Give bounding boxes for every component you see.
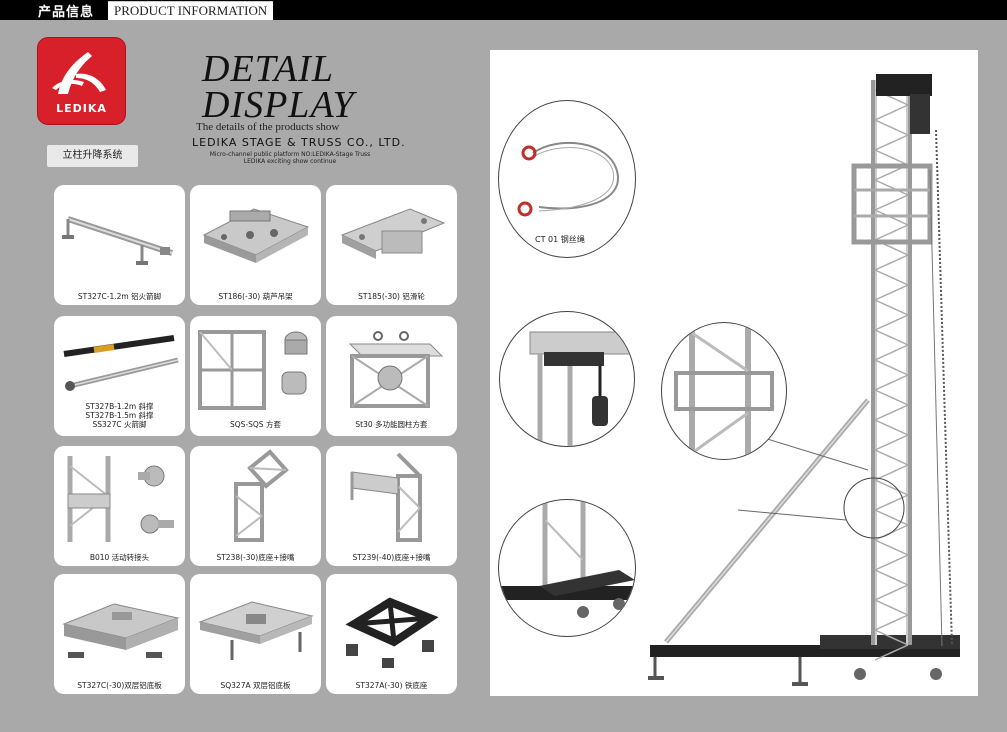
tagline-line1: Micro-channel public platform NO:LEDIKA-… [209,151,371,158]
detail-bubble-pulley [499,311,635,447]
page-subtitle: The details of the products show [196,121,340,133]
product-card: ST239(-40)底座+接嘴 [326,446,457,566]
brand-logo: LEDIKA [38,38,125,124]
detail-bubble-wire-rope [498,100,636,258]
base-detail-image [499,500,635,618]
sleeve-detail-image [674,323,774,459]
product-card: SQ327A 双层铝底板 [190,574,321,694]
page-title-line1: DETAIL [202,48,334,90]
detail-bubble-sleeve [661,322,787,460]
product-card: SQS-SQS 方套 [190,316,321,436]
product-image [345,597,439,668]
wire-rope-image [517,141,619,217]
product-label-3: SS327C 火箭脚 [92,420,147,429]
product-image [348,331,444,408]
product-card: B010 活动转接头 [54,446,185,566]
wire-rope-caption: CT 01 钢丝绳 [535,235,585,244]
pulley-detail-image [529,331,631,446]
product-label: ST186(-30) 葫芦吊架 [218,292,293,301]
product-image [63,335,179,391]
product-image [350,452,422,542]
product-image [198,330,308,410]
product-label: ST327A(-30) 铁底座 [355,681,428,690]
product-card: ST186(-30) 葫芦吊架 [190,185,321,305]
product-label: ST327C-1.2m 铝火箭脚 [77,292,162,301]
tower-illustration [648,74,960,686]
detail-bubble-base [498,499,636,637]
product-label: ST239(-40)底座+接嘴 [352,553,431,562]
product-label-2: ST327B-1.5m 斜撑 [85,411,154,420]
product-label: ST327C(-30)双层铝底板 [77,681,162,690]
tagline-line2: LEDIKA exciting show continue [243,158,337,165]
product-card: ST185(-30) 铝滑轮 [326,185,457,305]
product-label: B010 活动转接头 [89,553,150,562]
product-image [62,603,180,658]
header-cn-title: 产品信息 [38,5,95,20]
product-label: ST185(-30) 铝滑轮 [358,292,425,301]
product-image [198,601,314,660]
company-name: LEDIKA STAGE & TRUSS CO., LTD. [192,136,406,149]
product-card: ST327A(-30) 铁底座 [326,574,457,694]
product-label: ST238(-30)底座+接嘴 [216,553,295,562]
product-image [340,208,446,259]
header-en-title: PRODUCT INFORMATION [108,1,274,20]
product-label: SQ327A 双层铝底板 [220,681,291,690]
product-image [67,456,174,542]
tagline: Micro-channel public platform NO:LEDIKA-… [196,151,384,165]
category-label: 立柱升降系统 [47,145,138,167]
logo-mark-icon [52,52,106,94]
product-label: SQS-SQS 方套 [230,420,281,429]
product-card: St30 多功能圆柱方套 [326,316,457,436]
product-card: ST327C(-30)双层铝底板 [54,574,185,694]
product-label-1: ST327B-1.2m 斜撑 [85,402,154,411]
product-image [234,449,289,542]
header-bar: 产品信息 PRODUCT INFORMATION [0,0,1007,20]
product-card: ST238(-30)底座+接嘴 [190,446,321,566]
product-image [202,208,310,263]
product-image [62,216,173,265]
product-card: ST327C-1.2m 铝火箭脚 [54,185,185,305]
product-label: St30 多功能圆柱方套 [355,420,428,429]
logo-brand-text: LEDIKA [56,102,107,115]
product-card: ST327B-1.2m 斜撑 ST327B-1.5m 斜撑 SS327C 火箭脚 [54,316,185,436]
page-title-line2: DISPLAY [202,84,355,126]
